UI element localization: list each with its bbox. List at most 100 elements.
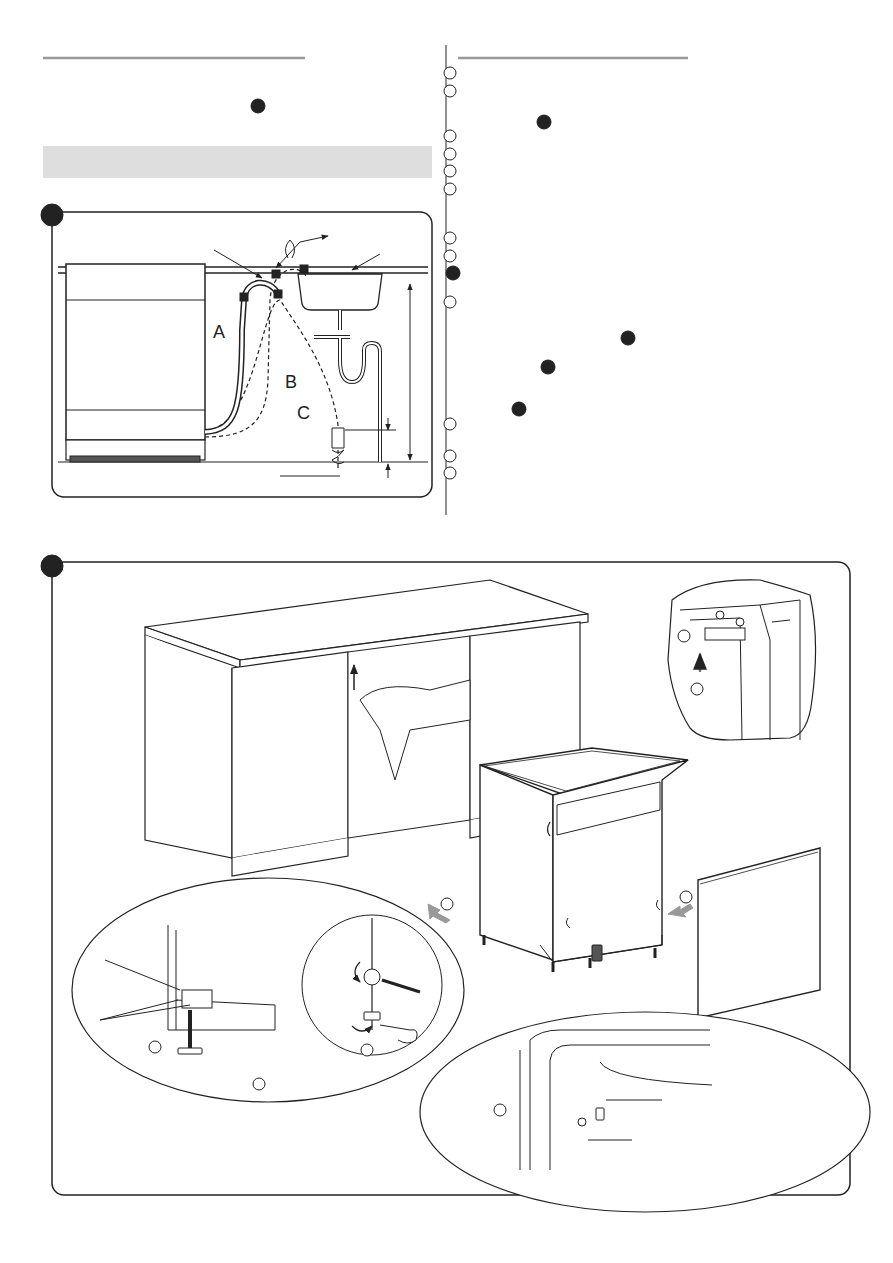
leader-line [214, 250, 262, 278]
panel-edge [700, 852, 818, 884]
dishwasher-front [553, 760, 688, 962]
door-hook [548, 822, 551, 836]
screw [578, 1118, 586, 1126]
leader-line [100, 1005, 190, 1020]
hose-end-grille [332, 428, 344, 448]
figure-reference-dot [512, 402, 526, 416]
step-number-circle [444, 296, 456, 308]
dimension-extension [345, 430, 396, 431]
hose-a-inner [205, 283, 278, 432]
figure-frame [52, 212, 432, 497]
leader-line [100, 1000, 178, 1020]
rotation-arrow [355, 962, 360, 982]
leader-line [588, 1140, 632, 1141]
protective-strip [360, 680, 470, 780]
step-number-circle [253, 1078, 265, 1090]
figure-number-dot [41, 204, 63, 226]
detail-frame-lines [680, 605, 770, 740]
detail-view-outline [668, 580, 816, 740]
leader-line [280, 476, 340, 477]
step-number-circle [444, 67, 456, 79]
step-number-circle [444, 165, 456, 177]
figure-reference-dot [537, 115, 551, 129]
step-number-circle [678, 630, 690, 642]
figure-reference-dot [541, 360, 555, 374]
figure-reference-dot [251, 99, 265, 113]
leader-line [276, 242, 300, 268]
dishwasher-control-strip [557, 782, 660, 835]
door-frame-lines [520, 1030, 710, 1170]
detail-view-outline [72, 878, 464, 1102]
hose-c [205, 300, 338, 470]
step-number-circle [444, 450, 456, 462]
furniture-door-panel [698, 848, 820, 1018]
cabinet-plinth [232, 838, 348, 876]
leader-line [606, 1100, 662, 1101]
installation-figure [41, 555, 870, 1212]
step-number-circle [444, 232, 456, 244]
spanner [380, 1025, 417, 1043]
leader-line [600, 1062, 712, 1085]
leader-line [352, 254, 380, 270]
adjustable-foot [654, 948, 657, 958]
screwdriver [382, 980, 420, 992]
leader-line [300, 236, 328, 242]
figure-reference-dot [446, 266, 460, 280]
step-number-circle [444, 130, 456, 142]
step-number-circle [444, 183, 456, 195]
detail-side-lines [760, 600, 800, 740]
heading-rule [43, 57, 305, 60]
page-art [41, 45, 870, 1212]
hose-clamp [300, 265, 308, 273]
heading-rule [458, 57, 688, 60]
hose-end-wave [332, 450, 344, 464]
foot-base [178, 1048, 202, 1054]
step-number-circle [444, 148, 456, 160]
hose-clamp [274, 290, 282, 298]
direction-arrow [353, 665, 355, 690]
step-number-circle [444, 467, 456, 479]
step-number-circle [680, 891, 692, 903]
drain-hose-figure [41, 204, 432, 497]
part-letter: B [284, 372, 298, 392]
dishwasher-feet [70, 456, 200, 462]
part-letter: C [296, 403, 311, 423]
dimension-line [388, 418, 389, 430]
rotation-arrow [352, 1026, 372, 1031]
leader-line [105, 960, 180, 990]
hose-clamp [240, 293, 248, 301]
door-hook [596, 1108, 604, 1120]
detail-view-outline [420, 1012, 870, 1212]
dimension-line [388, 464, 389, 478]
adjustable-foot [552, 962, 555, 972]
dishwasher-side [480, 765, 553, 960]
step-number-circle [441, 898, 453, 910]
push-arrow [668, 904, 693, 917]
detail-bracket [705, 628, 745, 640]
dishwasher-plinth [540, 935, 662, 962]
sink-trap-pipe-inner [314, 310, 380, 462]
direction-arrow [699, 654, 702, 672]
step-number-circle [494, 1104, 506, 1116]
adjusting-screw [364, 969, 380, 985]
detail-view-outline [302, 915, 442, 1055]
cabinet-left-front [232, 652, 348, 858]
figure-number-dot [41, 555, 63, 577]
part-letter: A [212, 322, 226, 342]
hose-a [205, 283, 278, 432]
step-number-circle [361, 1044, 373, 1056]
sink-bowl [298, 274, 382, 310]
dishwasher-connector [592, 945, 602, 961]
dishwasher-body [66, 264, 205, 440]
adjustable-foot [589, 958, 592, 968]
dimension-line [410, 284, 411, 460]
dishwasher-panel-line [66, 300, 205, 301]
cabinet-left-side [145, 635, 232, 858]
foot-nut [364, 1012, 380, 1020]
column-divider [446, 45, 447, 515]
step-number-circle [444, 250, 456, 262]
adjustable-foot [483, 935, 486, 945]
